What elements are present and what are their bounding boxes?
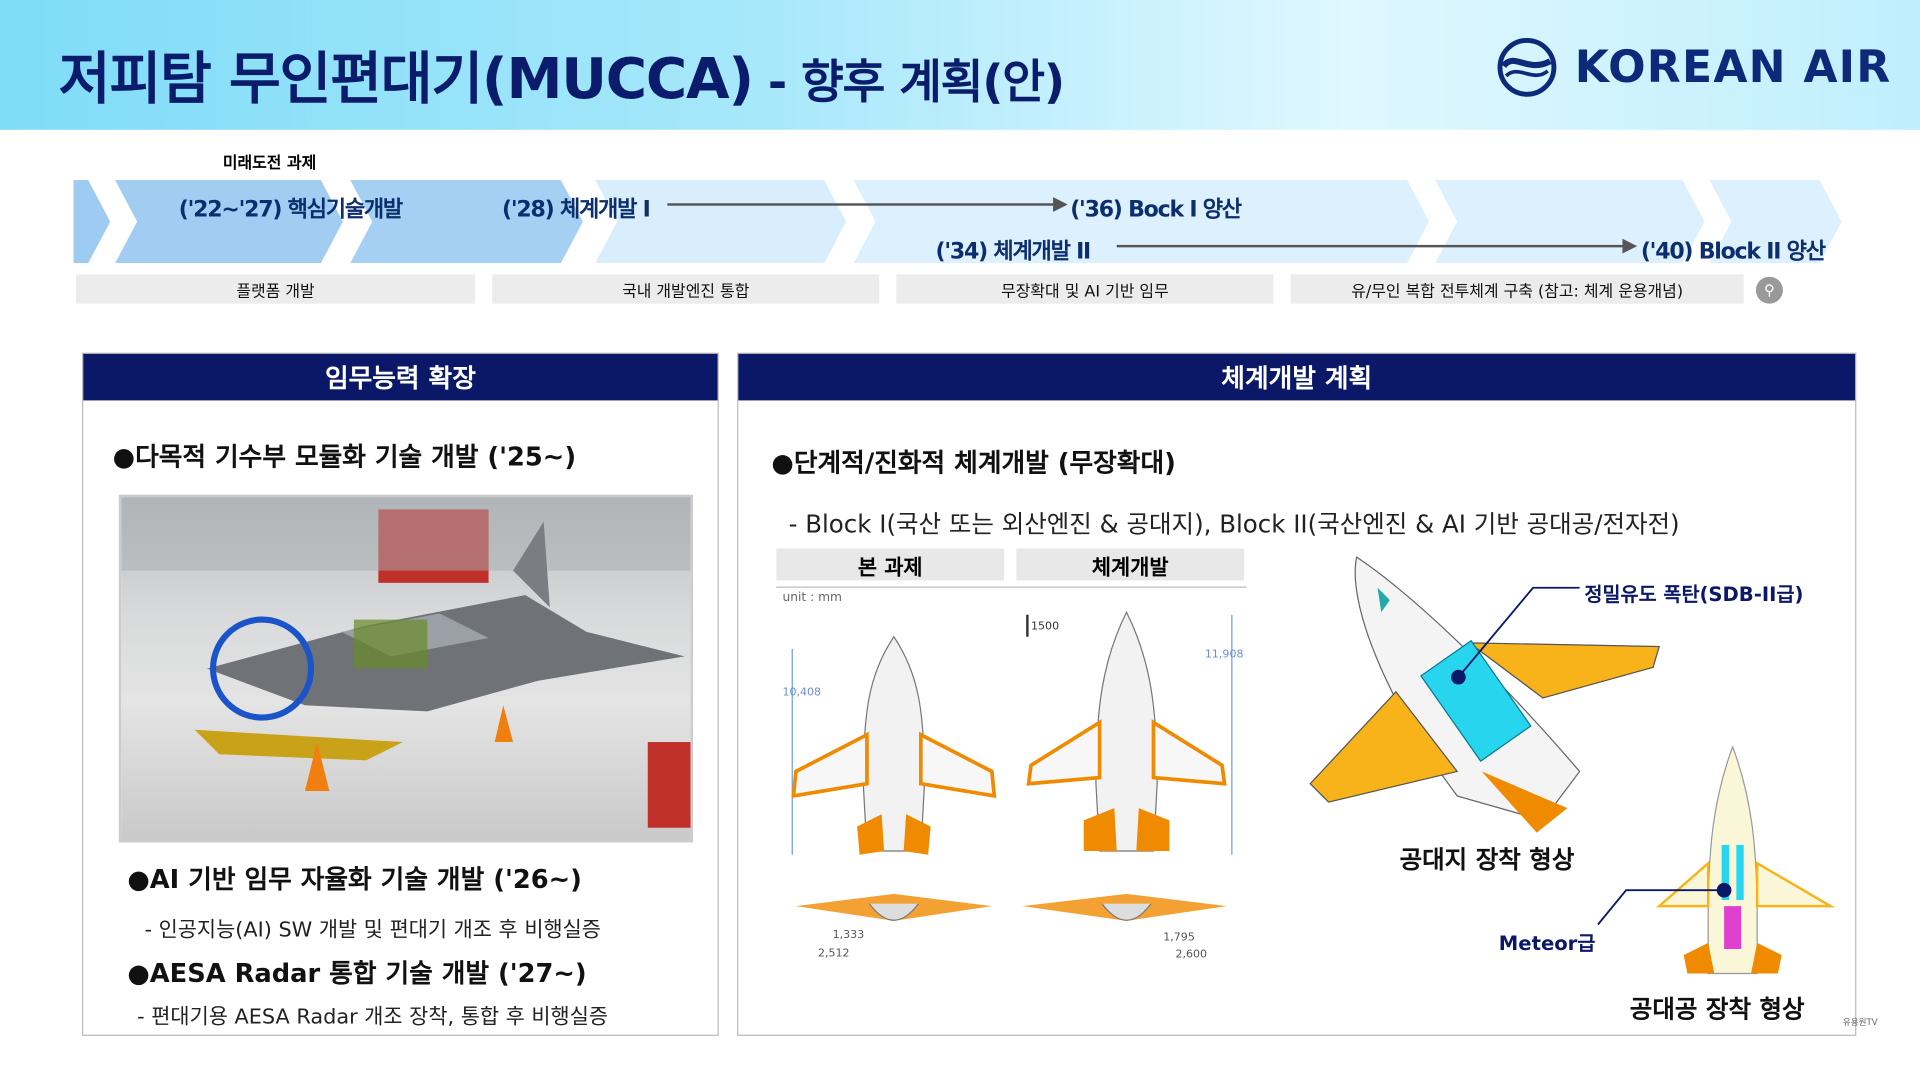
watermark: 유용원TV [1842, 1017, 1878, 1028]
block2-top-view [1022, 610, 1233, 921]
tab-system-dev: 체계개발 [1016, 548, 1245, 581]
title-main: 저피탐 무인편대기(MUCCA) [58, 45, 754, 112]
korean-air-logo: KOREAN AIR [1496, 37, 1891, 98]
future-task-label: 미래도전 과제 [222, 154, 317, 173]
width-dim-a1: 1,333 [832, 929, 865, 942]
phase-mum-t: 유/무인 복합 전투체계 구축 (참고: 체계 운용개념) [1290, 274, 1744, 304]
bullet-ai-autonomy: ●AI 기반 임무 자율화 기술 개발 ('26~) [127, 864, 582, 894]
air-to-air-config [1597, 745, 1836, 975]
phase-weapons-ai: 무장확대 및 AI 기반 임무 [896, 274, 1274, 304]
divider [776, 586, 1247, 588]
taeguk-logo-icon [1497, 37, 1557, 97]
bullet-nose-module: ●다목적 기수부 모듈화 기술 개발 ('25~) [112, 442, 577, 472]
block-description: - Block I(국산 또는 외산엔진 & 공대지), Block II(국산… [788, 509, 1680, 539]
phase-platform: 플랫폼 개발 [75, 274, 476, 304]
bullet-aesa-radar: ●AESA Radar 통합 기술 개발 ('27~) [127, 958, 587, 989]
timeline-chevron [1435, 180, 1704, 263]
panel-header: 임무능력 확장 [83, 353, 718, 401]
milestone-system-dev-1: ('28) 체계개발 I [502, 197, 651, 223]
sdb-label: 정밀유도 폭탄(SDB-II급) [1584, 582, 1804, 607]
timeline-chevron [1709, 180, 1841, 263]
timeline-chevron [853, 180, 1429, 263]
delta-dim: 1500 [1031, 620, 1060, 634]
timeline-chevron [115, 180, 343, 263]
milestone-block1-production: ('36) Bock I 양산 [1070, 197, 1242, 223]
page-title: 저피탐 무인편대기(MUCCA) - 향후 계획(안) [58, 34, 1065, 115]
weapon-configuration-drawings [1309, 556, 1836, 975]
header-banner: 저피탐 무인편대기(MUCCA) - 향후 계획(안) KOREAN AIR [0, 0, 1920, 130]
timeline-arrow-line [1116, 244, 1624, 248]
panel-header: 체계개발 계획 [738, 353, 1856, 401]
timeline-chevron [595, 180, 846, 263]
ai-autonomy-detail: - 인공지능(AI) SW 개발 및 편대기 개조 후 비행실증 [144, 918, 601, 943]
length-dim-block1: 10,408 [782, 686, 822, 700]
timeline-chevron [350, 180, 583, 263]
timeline-arrow-line [667, 203, 1055, 206]
title-sub: - 향후 계획(안) [752, 55, 1065, 109]
bullet-phased-development: ●단계적/진화적 체계개발 (무장확대) [771, 448, 1176, 478]
tab-main-project: 본 과제 [776, 548, 1005, 581]
arrow-right-icon [1622, 238, 1638, 254]
air-to-air-caption: 공대공 장착 형상 [1629, 994, 1805, 1024]
search-icon[interactable]: ⚲ [1755, 276, 1783, 304]
meteor-label: Meteor급 [1498, 931, 1596, 956]
block1-top-view [791, 635, 997, 921]
milestone-core-tech: ('22~'27) 핵심기술개발 [178, 197, 403, 223]
system-dev-plan-panel: 체계개발 계획 [737, 352, 1857, 1036]
arrow-right-icon [1053, 197, 1068, 212]
width-dim-a2: 1,795 [1163, 931, 1195, 945]
aircraft-photo [118, 494, 694, 843]
aircraft-drawings [791, 610, 1233, 921]
aircraft-photo-illustration [121, 497, 691, 828]
air-to-ground-caption: 공대지 장착 형상 [1399, 844, 1575, 875]
milestone-block2-production: ('40) Block II 양산 [1640, 238, 1826, 265]
width-dim-b2: 2,600 [1175, 948, 1208, 962]
air-to-ground-config [1309, 556, 1661, 833]
aesa-radar-detail: - 편대기용 AESA Radar 개조 장착, 통합 후 비행실증 [137, 1005, 609, 1030]
phase-engine: 국내 개발엔진 통합 [492, 274, 880, 304]
width-dim-b1: 2,512 [817, 947, 850, 961]
unit-label: unit : mm [782, 591, 842, 605]
logo-text: KOREAN AIR [1574, 42, 1892, 93]
timeline-chevron [73, 180, 111, 264]
length-dim-block2: 11,908 [1204, 648, 1244, 662]
milestone-system-dev-2: ('34) 체계개발 II [935, 238, 1092, 265]
